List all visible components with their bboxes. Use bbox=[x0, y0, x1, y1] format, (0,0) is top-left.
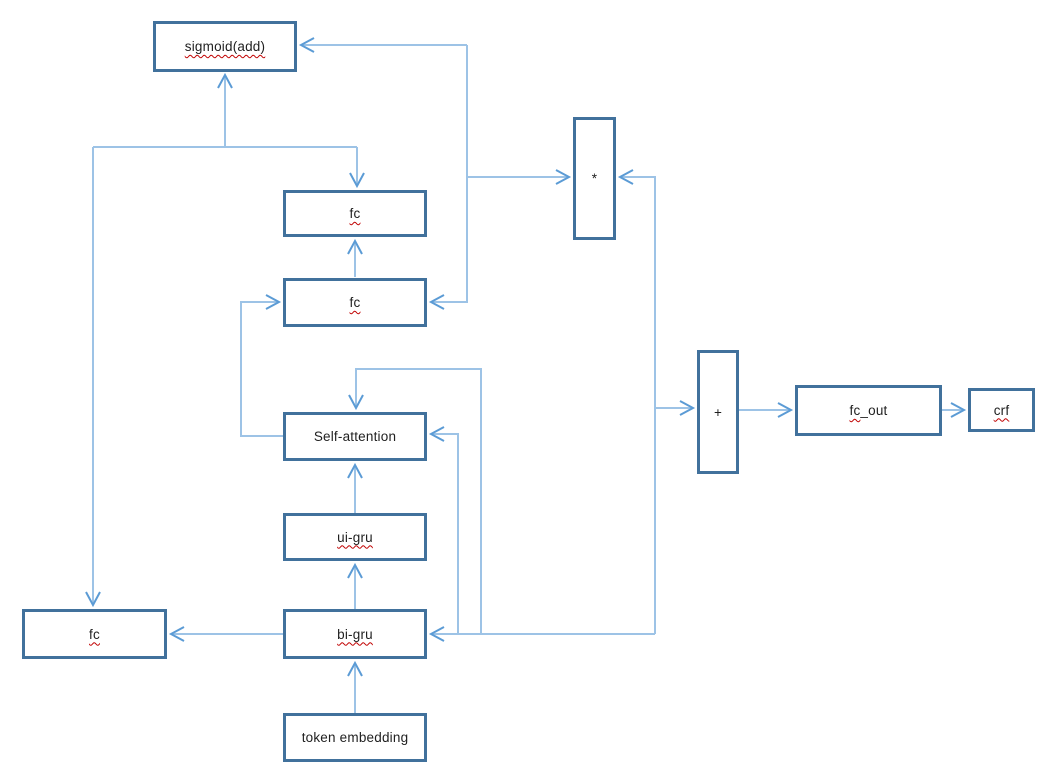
node-add-label: + bbox=[713, 404, 723, 420]
connector-bus-to-self-attention-right bbox=[428, 426, 459, 634]
node-fc-out: fc_out bbox=[795, 385, 942, 436]
node-fc-out-label-prefix: fc bbox=[849, 403, 861, 418]
node-fc-upper-label: fc bbox=[349, 206, 361, 221]
node-fc-out-label-suffix: _out bbox=[860, 403, 888, 418]
node-crf: crf bbox=[968, 388, 1035, 432]
connector-loop-to-self-attention-top bbox=[348, 368, 482, 634]
node-ui-gru: ui-gru bbox=[283, 513, 427, 561]
node-bi-gru-label: bi-gru bbox=[337, 626, 373, 642]
node-fc-mid: fc bbox=[283, 278, 427, 327]
node-token-embedding: token embedding bbox=[283, 713, 427, 762]
node-sigmoid-add-label: sigmoid(add) bbox=[184, 39, 266, 54]
node-sigmoid-add: sigmoid(add) bbox=[153, 21, 297, 72]
node-fc-left: fc bbox=[22, 609, 167, 659]
node-crf-label: crf bbox=[993, 402, 1010, 418]
node-multiply: * bbox=[573, 117, 616, 240]
node-self-attention: Self-attention bbox=[283, 412, 427, 461]
node-add: + bbox=[697, 350, 739, 474]
node-fc-left-label: fc bbox=[89, 626, 100, 642]
node-token-embedding-label: token embedding bbox=[301, 730, 409, 745]
node-bi-gru: bi-gru bbox=[283, 609, 427, 659]
node-multiply-label: * bbox=[591, 171, 598, 186]
node-fc-mid-label: fc bbox=[349, 295, 361, 310]
connector-riser-to-fc-mid-right bbox=[428, 45, 468, 310]
node-fc-upper: fc bbox=[283, 190, 427, 237]
connector-self-attention-to-fc-mid-left bbox=[240, 294, 283, 437]
connector-right-bus-to-multiply-right bbox=[617, 169, 656, 634]
node-self-attention-label: Self-attention bbox=[313, 429, 397, 444]
node-ui-gru-label: ui-gru bbox=[337, 529, 373, 545]
